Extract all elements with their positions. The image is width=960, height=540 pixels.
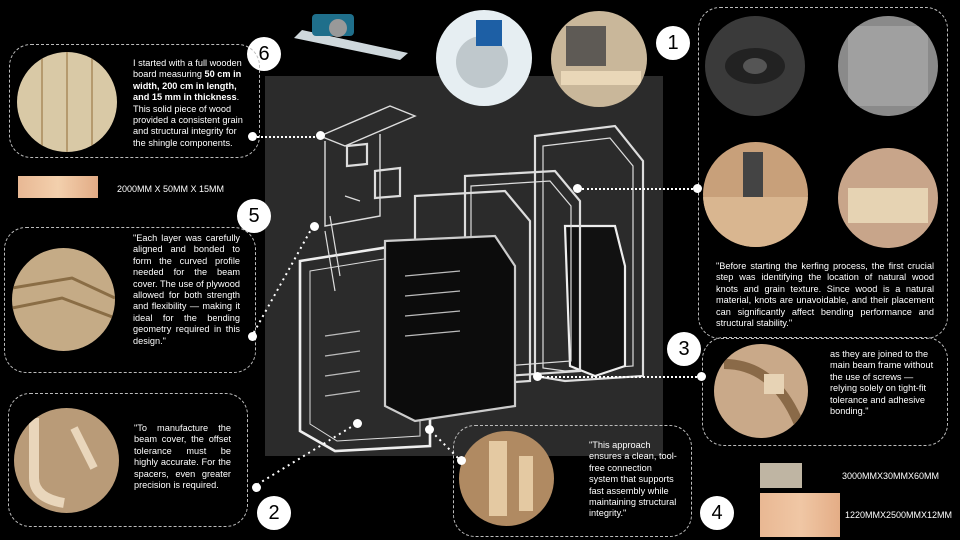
circular-saw-image [290, 8, 410, 63]
board-swatch [18, 176, 98, 198]
timber-swatch [760, 463, 802, 488]
board-dimensions: 2000MM X 50MM X 15MM [117, 184, 225, 194]
step-2-number: 2 [257, 496, 291, 530]
step-3-number: 3 [667, 332, 701, 366]
kerfing-photo [703, 142, 808, 247]
wood-knot-photo-1 [705, 16, 805, 116]
joint-photo [714, 344, 808, 438]
step-4-number: 4 [700, 496, 734, 530]
step-1-box [698, 7, 948, 339]
connector-dot [697, 372, 706, 381]
step-1-text: "Before starting the kerfing process, th… [716, 261, 934, 329]
step-4-text: "This approach ensures a clean, tool-fre… [589, 440, 677, 519]
step-5-box [4, 227, 256, 373]
connector-dot [693, 184, 702, 193]
wood-knot-photo-2 [838, 16, 938, 116]
exploded-diagram-panel [265, 76, 663, 456]
exploded-beam-drawing [298, 105, 645, 453]
timber-dimensions: 3000MMX30MMX60MM [842, 471, 940, 481]
step-5-text: "Each layer was carefully aligned and bo… [133, 233, 240, 346]
connector-dot [316, 131, 325, 140]
step-5-number: 5 [237, 199, 271, 233]
connector-dot [248, 132, 257, 141]
connector-line-3 [542, 376, 697, 378]
plywood-dimensions: 1220MMX2500MMX12MM [845, 510, 953, 520]
connector-dot [533, 372, 542, 381]
connector-dot [252, 483, 261, 492]
step-3-text: as they are joined to the main beam fram… [830, 349, 934, 417]
step-3-box [702, 337, 948, 446]
connector-dot [425, 425, 434, 434]
miter-saw-photo [436, 10, 532, 106]
cnc-photo [551, 11, 647, 107]
step-1-number: 1 [656, 26, 690, 60]
wooden-board-photo [17, 52, 117, 152]
plywood-swatch [760, 493, 840, 537]
connector-line-4 [430, 430, 461, 461]
connector-line-2 [257, 423, 357, 485]
step-4-box [453, 425, 692, 537]
beam-cover-cut-photo [14, 408, 119, 513]
grain-marking-photo [838, 148, 938, 248]
connector-line-5 [252, 225, 314, 335]
connector-dot [353, 419, 362, 428]
connector-dot [310, 222, 319, 231]
step-6-box [9, 44, 260, 158]
connector-line-6 [257, 136, 319, 138]
step-2-text: "To manufacture the beam cover, the offs… [134, 423, 231, 491]
spacer-fit-photo [459, 431, 554, 526]
connector-dot [573, 184, 582, 193]
connector-dot [248, 332, 257, 341]
step-6-text: I started with a full wooden board measu… [133, 58, 243, 148]
connector-line-1 [582, 188, 693, 190]
connector-dot [457, 456, 466, 465]
plywood-layers-photo [12, 248, 115, 351]
step-2-box [8, 393, 248, 527]
